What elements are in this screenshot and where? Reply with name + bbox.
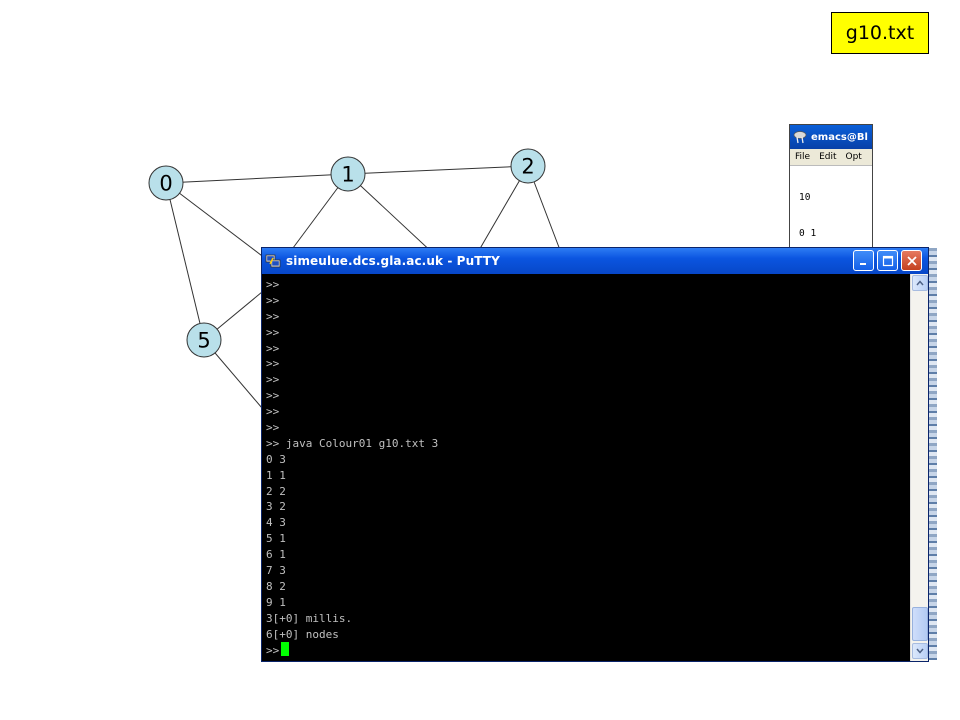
terminal-line: 1 1 xyxy=(266,468,286,482)
terminal-line: >> xyxy=(266,341,280,355)
graph-node-0: 0 xyxy=(148,165,184,201)
terminal-line: >> xyxy=(266,309,280,323)
putty-window[interactable]: simeulue.dcs.gla.ac.uk - PuTTY >>>>>>>>>… xyxy=(261,247,929,662)
graph-node-label: 2 xyxy=(521,155,534,179)
graph-node-label: 0 xyxy=(159,172,172,196)
terminal-line: 7 3 xyxy=(266,564,286,578)
terminal-line: 3 2 xyxy=(266,500,286,514)
terminal-line: >> xyxy=(266,373,280,387)
graph-edge xyxy=(347,165,529,175)
emacs-line: 0 1 xyxy=(799,228,817,239)
emacs-menu-file[interactable]: File xyxy=(795,152,811,162)
terminal-line: 0 3 xyxy=(266,452,286,466)
emacs-title-bar[interactable]: emacs@Bl xyxy=(790,125,872,149)
terminal-line: 9 1 xyxy=(266,595,286,609)
putty-title-bar[interactable]: simeulue.dcs.gla.ac.uk - PuTTY xyxy=(262,248,928,274)
graph-node-circle xyxy=(510,148,546,184)
putty-title-text: simeulue.dcs.gla.ac.uk - PuTTY xyxy=(286,254,500,268)
terminal-cursor xyxy=(281,642,290,657)
emacs-window[interactable]: emacs@Bl File Edit Opt 10 0 1 0 3 0 5 1 … xyxy=(789,124,873,264)
scroll-thumb[interactable] xyxy=(912,607,928,641)
graph-edge xyxy=(165,182,205,341)
terminal-line: 6[+0] nodes xyxy=(266,627,339,641)
emacs-menu-options[interactable]: Opt xyxy=(845,152,862,162)
graph-edge xyxy=(165,173,349,184)
terminal-line: >> xyxy=(266,325,280,339)
graph-node-label: 1 xyxy=(341,163,354,187)
graph-node-circle xyxy=(330,156,366,192)
chevron-down-icon xyxy=(916,648,924,654)
graph-node-1: 1 xyxy=(330,156,366,192)
minimize-icon xyxy=(859,262,866,265)
terminal-scrollbar[interactable] xyxy=(910,274,928,661)
terminal-output[interactable]: >>>>>>>>>>>>>>>>>>>>>> java Colour01 g10… xyxy=(266,277,906,660)
terminal-line: >> xyxy=(266,357,280,371)
terminal-line: 2 2 xyxy=(266,484,286,498)
graph-edge xyxy=(165,182,279,269)
chevron-up-icon xyxy=(916,280,924,286)
terminal-line: >> xyxy=(266,293,280,307)
terminal-line: >> xyxy=(266,421,280,435)
terminal-line: 6 1 xyxy=(266,548,286,562)
terminal-line: 3[+0] millis. xyxy=(266,611,353,625)
emacs-title-text: emacs@Bl xyxy=(811,131,868,143)
maximize-icon xyxy=(882,255,893,266)
graph-node-circle xyxy=(186,322,222,358)
graph-edge xyxy=(347,173,437,257)
terminal-line: 4 3 xyxy=(266,516,286,530)
graph-node-circle xyxy=(148,165,184,201)
scroll-down-button[interactable] xyxy=(912,643,928,659)
terminal-line: 8 2 xyxy=(266,579,286,593)
terminal-line: >> xyxy=(266,389,280,403)
putty-terminal-area[interactable]: >>>>>>>>>>>>>>>>>>>>>> java Colour01 g10… xyxy=(262,274,928,661)
minimize-button[interactable] xyxy=(853,250,874,271)
terminal-line: 5 1 xyxy=(266,532,286,546)
graph-node-5: 5 xyxy=(186,322,222,358)
emacs-line: 10 xyxy=(799,192,811,203)
close-icon xyxy=(906,255,917,266)
emacs-buffer[interactable]: 10 0 1 0 3 0 5 1 2 xyxy=(790,166,872,263)
emacs-window-edge xyxy=(929,248,937,660)
emacs-gnu-icon xyxy=(793,130,807,144)
putty-icon[interactable] xyxy=(265,253,281,269)
terminal-prompt: >> xyxy=(266,644,280,658)
graph-node-2: 2 xyxy=(510,148,546,184)
terminal-prompt-line[interactable]: >> xyxy=(266,642,906,658)
filename-label: g10.txt xyxy=(831,12,929,54)
emacs-menu-bar: File Edit Opt xyxy=(790,149,872,166)
terminal-line: >> java Colour01 g10.txt 3 xyxy=(266,436,439,450)
graph-node-label: 5 xyxy=(197,329,210,353)
maximize-button[interactable] xyxy=(877,250,898,271)
emacs-menu-edit[interactable]: Edit xyxy=(819,152,837,162)
scroll-up-button[interactable] xyxy=(912,275,928,291)
terminal-line: >> xyxy=(266,278,280,291)
terminal-line: >> xyxy=(266,405,280,419)
close-button[interactable] xyxy=(901,250,922,271)
